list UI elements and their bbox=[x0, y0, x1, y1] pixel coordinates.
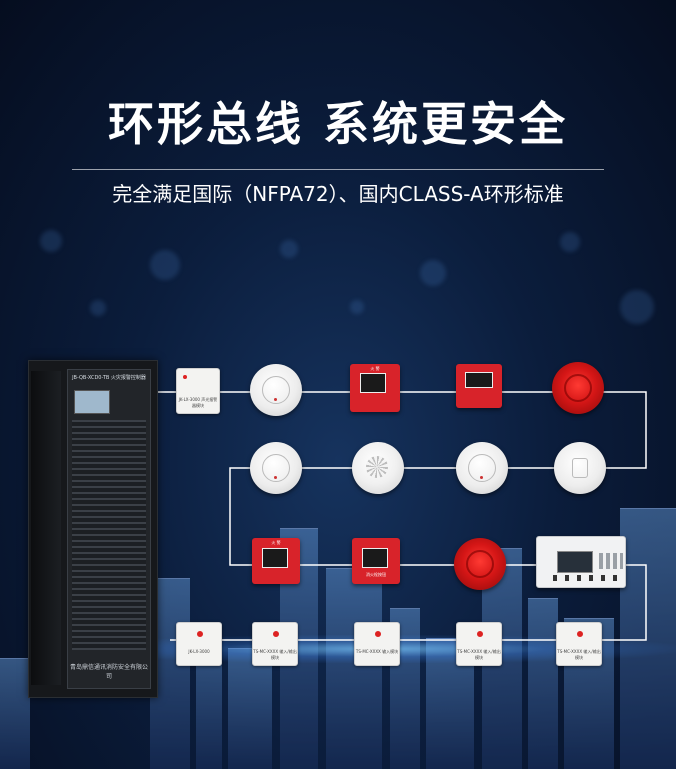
panel-lcd bbox=[557, 551, 593, 573]
status-led bbox=[375, 631, 381, 637]
detector-led bbox=[480, 476, 483, 479]
module-label: JK-LX-3000 声光报警器模块 bbox=[178, 397, 218, 408]
callpoint-label: 火 警 bbox=[370, 366, 380, 371]
hydrant-button bbox=[456, 364, 502, 408]
panel-keypad bbox=[599, 553, 623, 569]
manual-call-point: 火 警 bbox=[252, 538, 300, 584]
module-label: JK-LX-3000 bbox=[188, 649, 210, 654]
city-building bbox=[528, 598, 558, 769]
cabinet-display bbox=[74, 390, 110, 414]
sounder-ring bbox=[564, 374, 592, 402]
callpoint-window bbox=[465, 372, 493, 388]
io-module: JK-LX-3000 bbox=[176, 622, 222, 666]
status-led bbox=[477, 631, 483, 637]
bokeh-light bbox=[150, 250, 180, 280]
bokeh-light bbox=[620, 290, 654, 324]
combo-detector bbox=[554, 442, 606, 494]
city-building bbox=[0, 658, 30, 769]
sounder-ring bbox=[466, 550, 494, 578]
bokeh-light bbox=[280, 240, 298, 258]
module-label: TS-MC-XXXX 输入模块 bbox=[355, 649, 399, 654]
smoke-detector bbox=[250, 364, 302, 416]
io-module: TS-MC-XXXX 输入/输出模块 bbox=[456, 622, 502, 666]
io-module: TS-MC-XXXX 输入/输出模块 bbox=[556, 622, 602, 666]
cabinet-indicator-rows bbox=[72, 420, 146, 650]
alarm-module: JK-LX-3000 声光报警器模块 bbox=[176, 368, 220, 414]
detector-led bbox=[274, 476, 277, 479]
callpoint-window bbox=[360, 373, 386, 393]
bokeh-light bbox=[40, 230, 62, 252]
cabinet-front-panel: JB-QB-XCD0-TB 火灾报警控制器 青岛鼎信通讯消防安全有限公司 bbox=[67, 369, 151, 689]
smoke-detector bbox=[456, 442, 508, 494]
hydrant-button: 消火栓按钮 bbox=[352, 538, 400, 584]
bokeh-light bbox=[350, 300, 364, 314]
callpoint-window bbox=[262, 548, 288, 568]
detector-ring bbox=[468, 454, 496, 482]
status-led bbox=[577, 631, 583, 637]
sounder-beacon bbox=[552, 362, 604, 414]
fire-alarm-control-cabinet: JB-QB-XCD0-TB 火灾报警控制器 青岛鼎信通讯消防安全有限公司 bbox=[28, 360, 158, 698]
status-led bbox=[183, 375, 187, 379]
callpoint-label: 火 警 bbox=[271, 540, 281, 545]
cabinet-company-name: 青岛鼎信通讯消防安全有限公司 bbox=[70, 664, 149, 680]
heat-detector bbox=[352, 442, 404, 494]
detector-ring bbox=[262, 454, 290, 482]
detector-ring bbox=[262, 376, 290, 404]
callpoint-window bbox=[362, 548, 388, 568]
cabinet-model-label: JB-QB-XCD0-TB 火灾报警控制器 bbox=[72, 375, 146, 381]
module-label: TS-MC-XXXX 输入/输出模块 bbox=[457, 649, 501, 660]
repeater-display-panel bbox=[536, 536, 626, 588]
subheadline: 完全满足国际（NFPA72）、国内CLASS-A环形标准 bbox=[112, 182, 564, 206]
headline: 环形总线 系统更安全 bbox=[107, 97, 568, 151]
status-led bbox=[273, 631, 279, 637]
module-label: TS-MC-XXXX 输入/输出模块 bbox=[253, 649, 297, 660]
heat-detector-fins bbox=[366, 456, 388, 478]
status-led bbox=[197, 631, 203, 637]
bokeh-light bbox=[420, 260, 446, 286]
cabinet-side-panel bbox=[31, 371, 61, 685]
bokeh-light bbox=[560, 232, 580, 252]
io-module: TS-MC-XXXX 输入/输出模块 bbox=[252, 622, 298, 666]
io-module: TS-MC-XXXX 输入模块 bbox=[354, 622, 400, 666]
smoke-detector bbox=[250, 442, 302, 494]
sounder-beacon bbox=[454, 538, 506, 590]
bokeh-light bbox=[90, 300, 106, 316]
divider-line bbox=[72, 169, 604, 170]
panel-buttons bbox=[553, 575, 623, 581]
callpoint-caption: 消火栓按钮 bbox=[366, 572, 386, 577]
city-building bbox=[326, 568, 382, 769]
city-building bbox=[228, 648, 272, 769]
module-label: TS-MC-XXXX 输入/输出模块 bbox=[557, 649, 601, 660]
manual-call-point: 火 警 bbox=[350, 364, 400, 412]
detector-ring bbox=[572, 458, 588, 478]
detector-led bbox=[274, 398, 277, 401]
